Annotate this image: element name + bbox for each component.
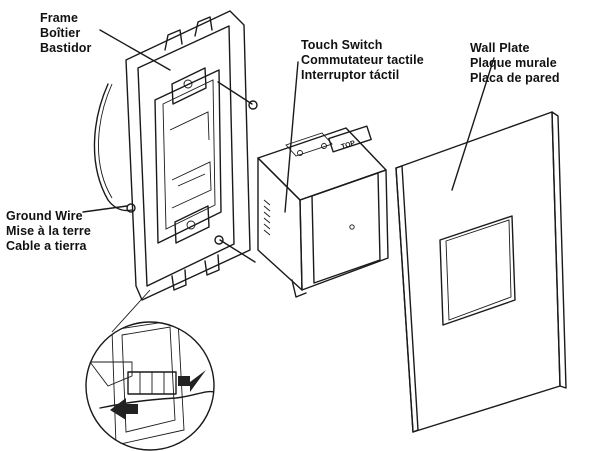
arrow-icon	[110, 398, 138, 420]
ground-wire-label-es: Cable a tierra	[6, 239, 87, 253]
wall-plate-label: Wall Plate Plaque murale Placa de pared	[470, 41, 560, 86]
touch-switch-label-en: Touch Switch	[301, 38, 383, 52]
wiring-detail-inset	[85, 289, 215, 451]
touch-switch-label-es: Interruptor táctil	[301, 68, 400, 82]
ground-wire-label-fr: Mise à la terre	[6, 224, 91, 238]
wall-plate-label-en: Wall Plate	[470, 41, 530, 55]
frame-label: Frame Boîtier Bastidor	[40, 11, 92, 56]
arrow-icon	[178, 370, 206, 392]
ground-wire-illustration	[93, 83, 136, 213]
top-marker: TOP	[340, 140, 356, 151]
wall-plate-label-fr: Plaque murale	[470, 56, 557, 70]
ground-wire-label: Ground Wire Mise à la terre Cable a tier…	[6, 209, 91, 254]
frame-label-es: Bastidor	[40, 41, 92, 55]
wall-plate-illustration	[395, 111, 567, 433]
leader-lines	[82, 29, 495, 213]
ground-wire-label-en: Ground Wire	[6, 209, 83, 223]
wall-plate-label-es: Placa de pared	[470, 71, 560, 85]
touch-switch-label-fr: Commutateur tactile	[301, 53, 424, 67]
frame-label-fr: Boîtier	[40, 26, 81, 40]
frame-label-en: Frame	[40, 11, 79, 25]
touch-switch-label: Touch Switch Commutateur tactile Interru…	[301, 38, 424, 83]
frame-illustration	[125, 10, 258, 301]
touch-switch-illustration	[257, 125, 389, 298]
